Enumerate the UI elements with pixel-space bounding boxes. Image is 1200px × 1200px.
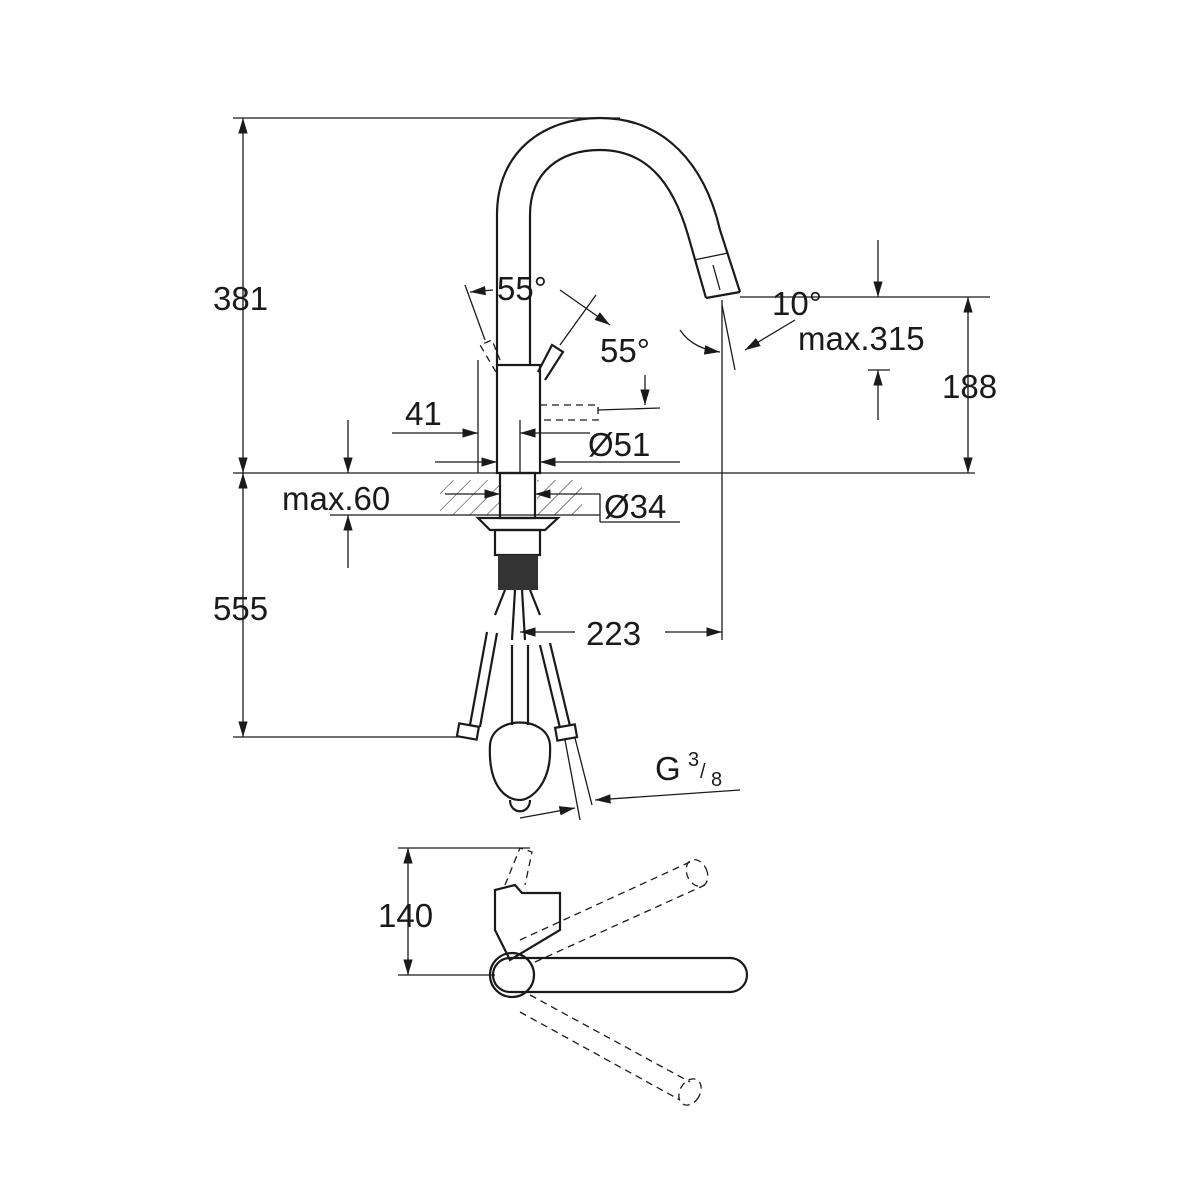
label-height-total: 381 <box>213 280 268 317</box>
label-lever-angle-right: 55° <box>600 332 650 369</box>
label-connection-g: G <box>655 750 681 787</box>
label-connection: G 3 / 8 <box>655 749 722 791</box>
top-view <box>398 847 749 1106</box>
faucet-spout <box>495 116 742 365</box>
label-spout-reach: 223 <box>586 615 641 652</box>
label-spout-height: 188 <box>942 368 997 405</box>
label-lever-angle-left: 55° <box>497 270 547 307</box>
supply-hoses <box>455 589 593 821</box>
label-hole-diameter: Ø34 <box>604 488 666 525</box>
label-body-diameter: Ø51 <box>588 426 650 463</box>
counter-section <box>420 471 600 590</box>
label-spout-max: max.315 <box>798 320 925 357</box>
label-max-counter: max.60 <box>282 480 390 517</box>
dimension-lines <box>330 240 890 819</box>
label-spout-angle: 10° <box>772 285 822 322</box>
label-connection-num: 3 <box>688 749 699 771</box>
label-below-counter: 555 <box>213 590 268 627</box>
label-top-view-depth: 140 <box>378 897 433 934</box>
label-connection-den: 8 <box>711 769 722 791</box>
label-connection-slash: / <box>700 761 706 783</box>
dim-height <box>238 117 973 737</box>
label-lever-offset: 41 <box>405 395 442 432</box>
reference-lines <box>233 117 990 738</box>
